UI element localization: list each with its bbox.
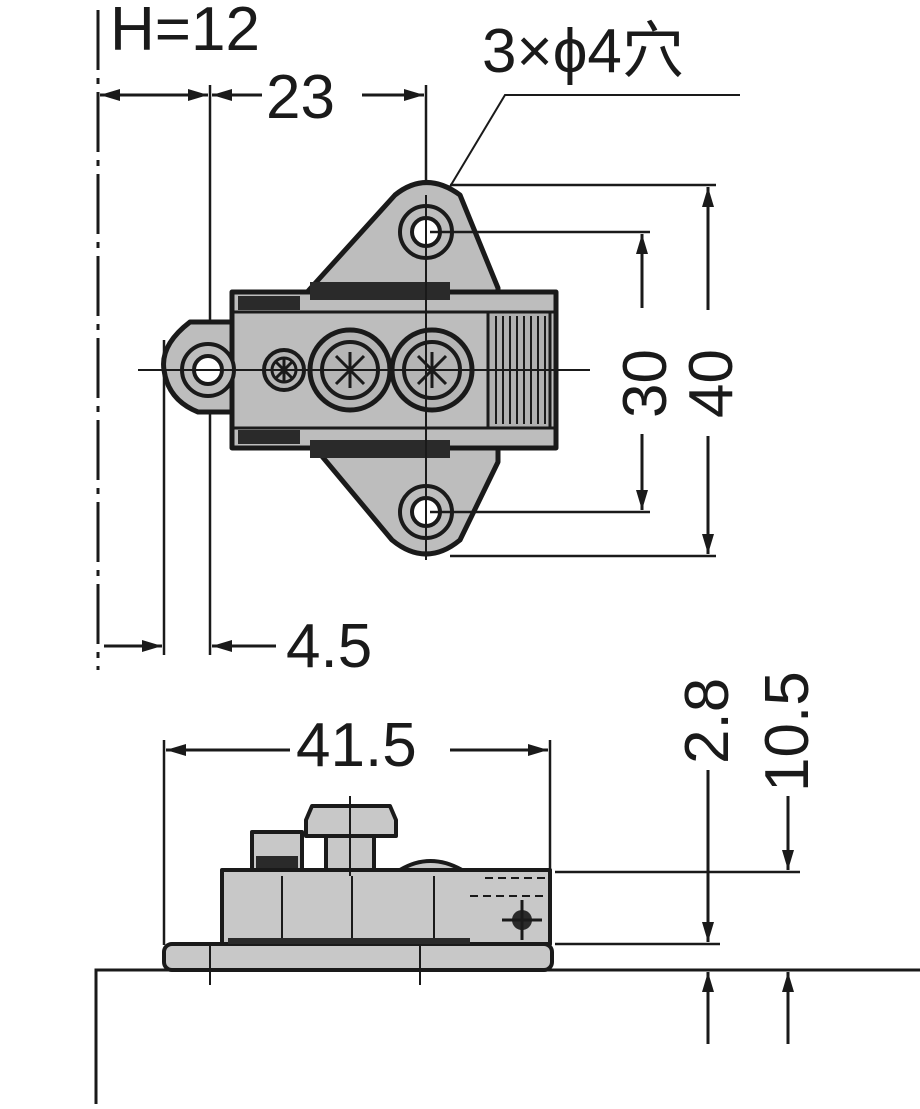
cabinet-panel-line <box>94 968 920 1104</box>
dim-label-holes: 3×ϕ4穴 <box>482 17 684 86</box>
dim-4-5: 4.5 <box>104 340 372 681</box>
dim-2-8: 2.8 <box>555 678 742 1044</box>
dim-label-23: 23 <box>266 63 335 132</box>
dim-label-2-8: 2.8 <box>673 678 742 764</box>
dim-41-5: 41.5 <box>162 711 552 945</box>
top-view: H=12 23 3×ϕ4穴 <box>96 0 746 681</box>
dim-label-h: H=12 <box>110 0 260 64</box>
dim-label-41-5: 41.5 <box>296 711 417 780</box>
dim-label-40: 40 <box>677 349 746 418</box>
dim-label-4-5: 4.5 <box>286 612 372 681</box>
dim-label-30: 30 <box>611 349 680 418</box>
dim-40: 40 <box>450 183 746 558</box>
holes-callout: 3×ϕ4穴 <box>441 17 740 201</box>
side-slide-body <box>220 859 552 946</box>
side-screw-heads <box>250 796 398 876</box>
dim-30: 30 <box>430 230 680 514</box>
dim-10-5: 10.5 <box>555 671 822 1044</box>
side-base-plate <box>162 942 554 985</box>
side-view: 41.5 <box>94 671 920 1104</box>
dim-label-10-5: 10.5 <box>753 671 822 792</box>
